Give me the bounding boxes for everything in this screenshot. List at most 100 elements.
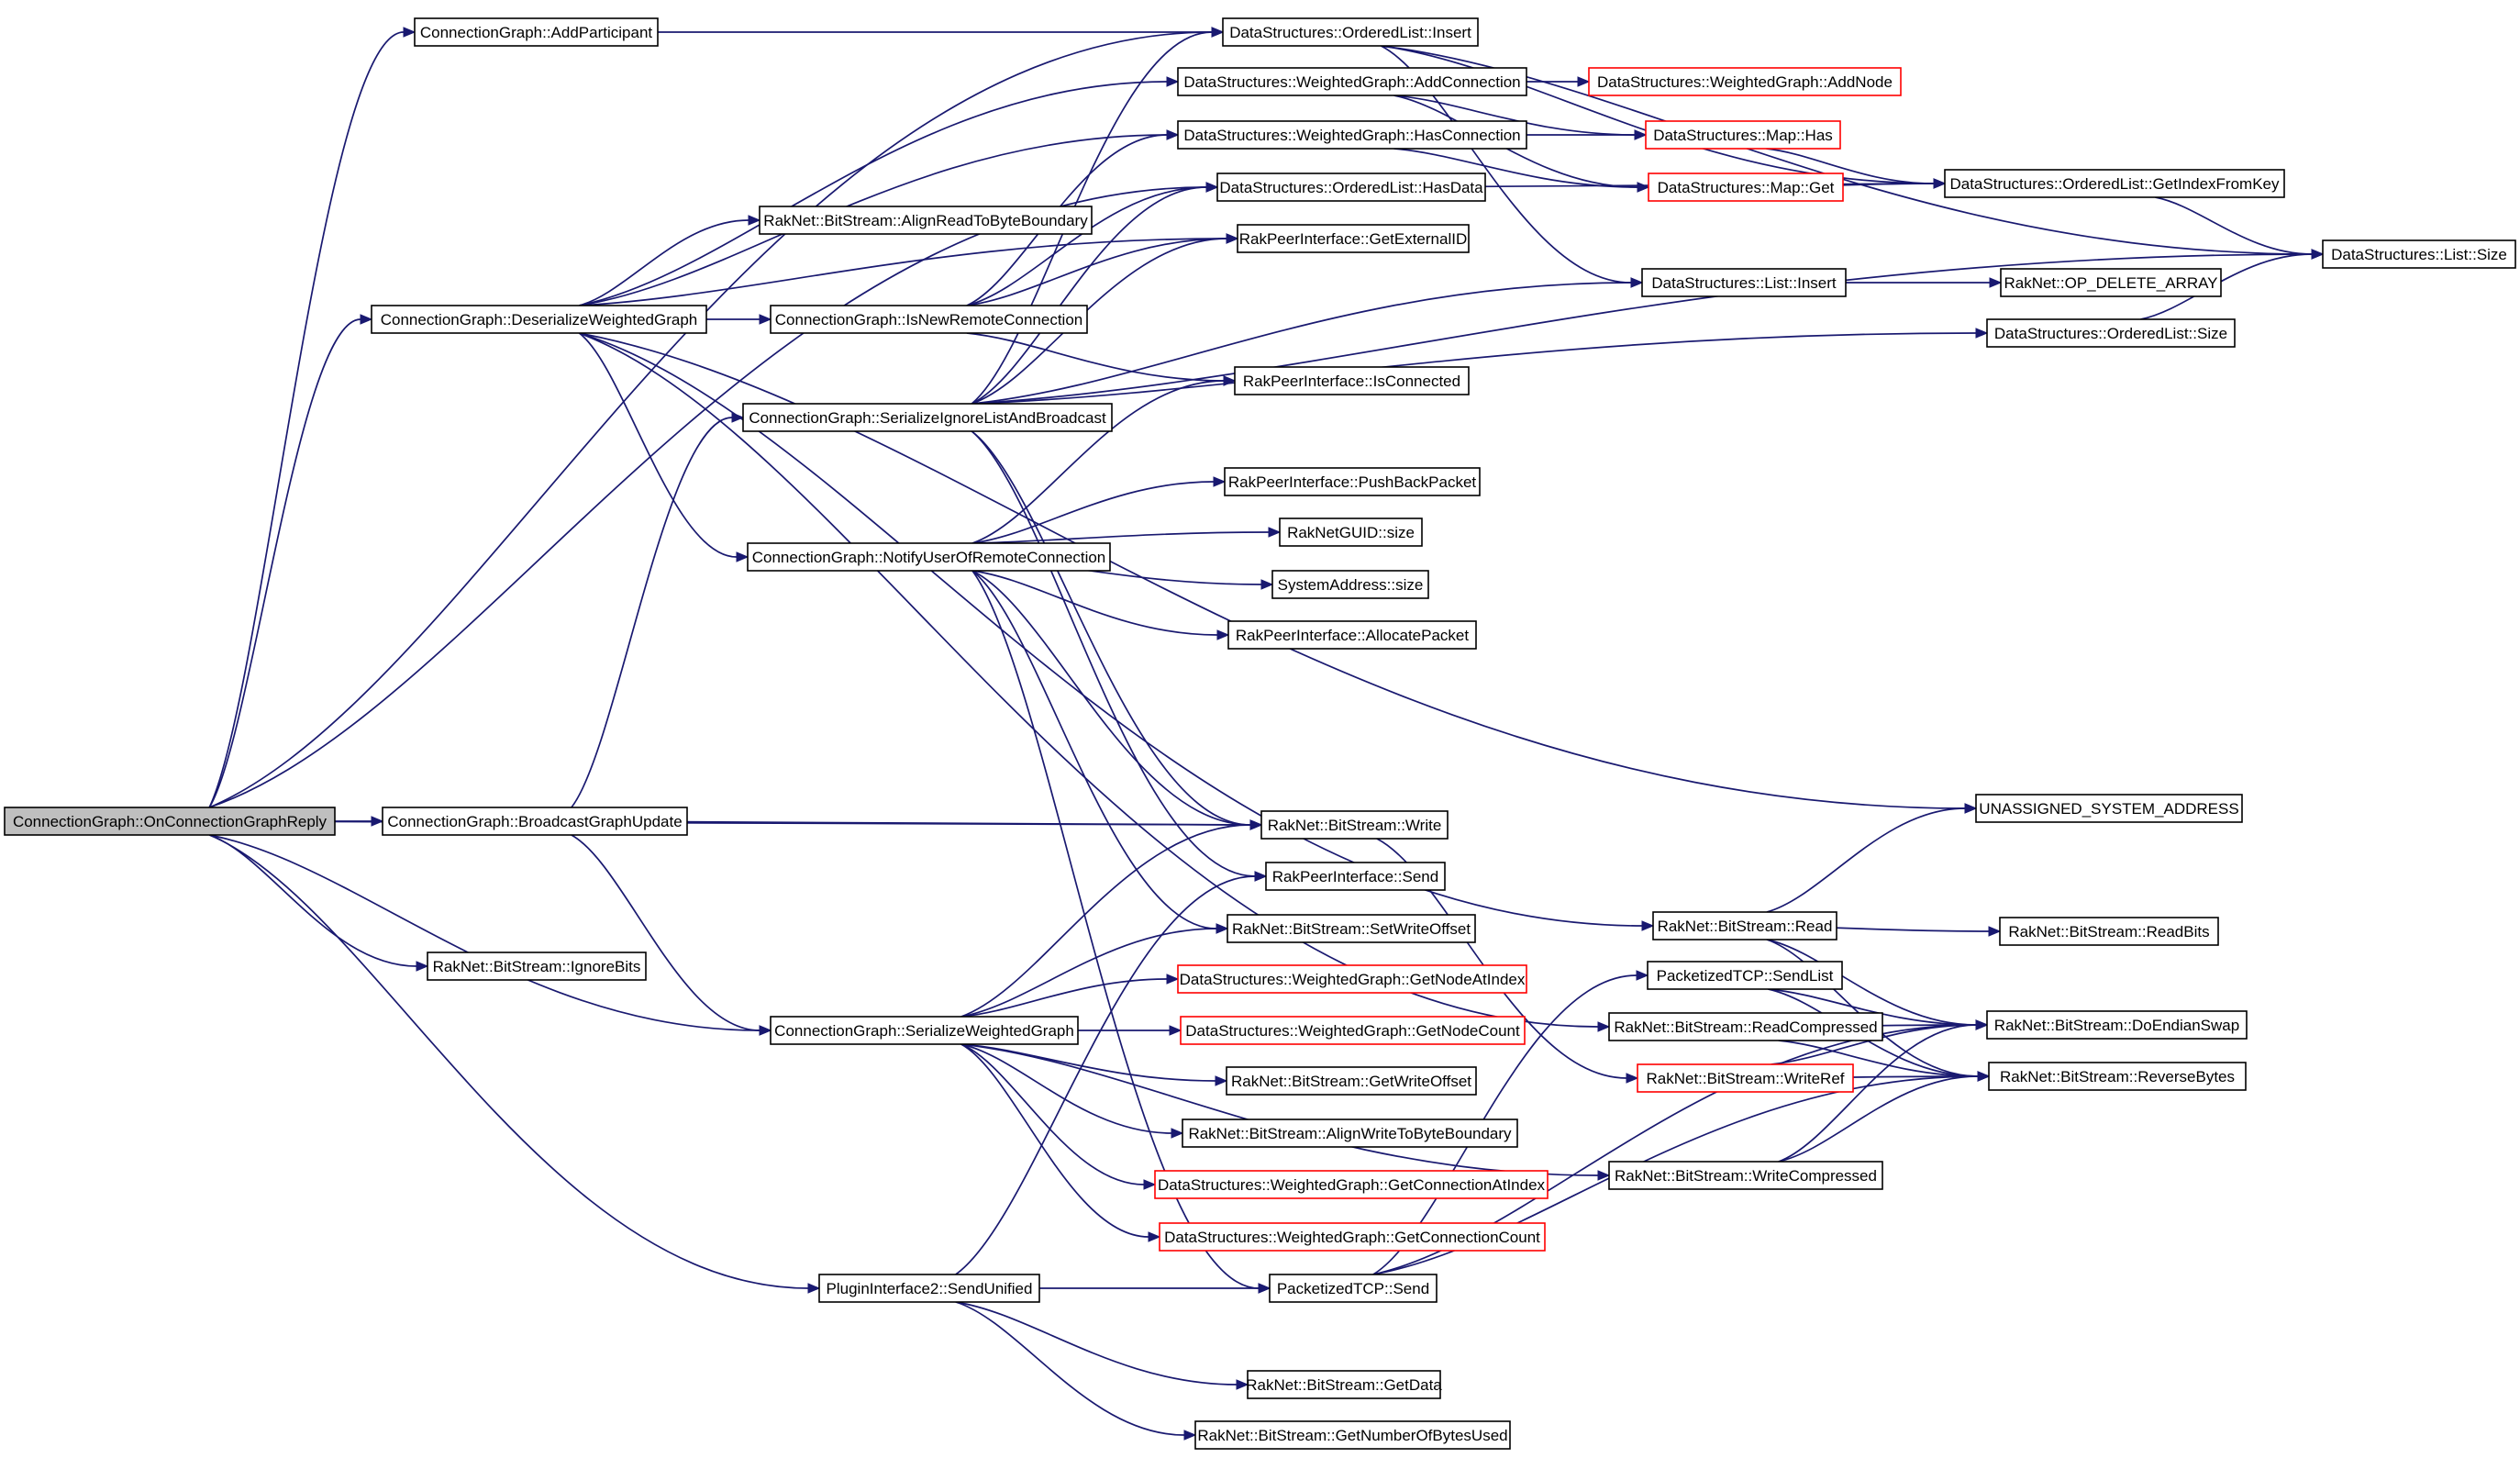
call-edge-bsRead-to-reverseBytes xyxy=(1766,939,1979,1077)
node-box xyxy=(770,305,1088,334)
node-label: DataStructures::WeightedGraph::HasConnec… xyxy=(1183,127,1520,144)
node-label: ConnectionGraph::SerializeWeightedGraph xyxy=(774,1022,1074,1040)
node-alignWrite[interactable]: RakNet::BitStream::AlignWriteToByteBound… xyxy=(1182,1119,1518,1148)
call-edge-notifyUser-to-isConnected xyxy=(971,380,1225,544)
node-root[interactable]: ConnectionGraph::OnConnectionGraphReply xyxy=(4,807,336,836)
node-deserialize[interactable]: ConnectionGraph::DeserializeWeightedGrap… xyxy=(371,305,707,334)
arrowhead-setWriteOff xyxy=(1216,923,1229,934)
node-ptcpSend[interactable]: PacketizedTCP::Send xyxy=(1269,1274,1438,1303)
arrowhead-alignWrite xyxy=(1171,1128,1184,1139)
node-reverseBytes[interactable]: RakNet::BitStream::ReverseBytes xyxy=(1988,1062,2247,1091)
node-label: ConnectionGraph::IsNewRemoteConnection xyxy=(775,311,1082,328)
arrowhead-readBits xyxy=(1988,926,2002,937)
node-broadcast[interactable]: ConnectionGraph::BroadcastGraphUpdate xyxy=(382,807,688,836)
node-label: SystemAddress::size xyxy=(1278,576,1424,594)
node-box xyxy=(1154,1170,1549,1199)
arrowhead-reverseBytes xyxy=(1977,1071,1991,1082)
call-edge-root-to-olHasData xyxy=(208,186,1207,808)
node-getBytesUsed[interactable]: RakNet::BitStream::GetNumberOfBytesUsed xyxy=(1194,1420,1511,1450)
node-getConnCount[interactable]: DataStructures::WeightedGraph::GetConnec… xyxy=(1159,1222,1546,1252)
node-ignoreBits[interactable]: RakNet::BitStream::IgnoreBits xyxy=(427,952,647,981)
node-box xyxy=(1652,911,1837,940)
node-label: DataStructures::WeightedGraph::GetNodeCo… xyxy=(1185,1022,1520,1040)
node-label: RakNet::BitStream::GetNumberOfBytesUsed xyxy=(1197,1427,1507,1444)
arrowhead-guidSize xyxy=(1268,527,1282,538)
node-listSize[interactable]: DataStructures::List::Size xyxy=(2322,239,2516,269)
node-addParticipant[interactable]: ConnectionGraph::AddParticipant xyxy=(414,17,659,47)
node-bsWrite[interactable]: RakNet::BitStream::Write xyxy=(1260,810,1449,840)
node-box xyxy=(1648,173,1844,202)
node-saSize[interactable]: SystemAddress::size xyxy=(1271,570,1429,599)
node-label: DataStructures::OrderedList::Size xyxy=(1994,325,2227,342)
node-rpSend[interactable]: RakPeerInterface::Send xyxy=(1265,862,1446,891)
node-label: RakPeerInterface::GetExternalID xyxy=(1239,230,1468,248)
node-serWeighted[interactable]: ConnectionGraph::SerializeWeightedGraph xyxy=(770,1016,1079,1045)
arrowhead-getExtID xyxy=(1226,233,1239,244)
node-serIgnore[interactable]: ConnectionGraph::SerializeIgnoreListAndB… xyxy=(742,403,1113,432)
node-pushBack[interactable]: RakPeerInterface::PushBackPacket xyxy=(1224,467,1481,496)
node-getConnAt[interactable]: DataStructures::WeightedGraph::GetConnec… xyxy=(1154,1170,1549,1199)
arrowhead-addParticipant xyxy=(403,27,416,38)
node-isConnected[interactable]: RakPeerInterface::IsConnected xyxy=(1234,366,1470,395)
node-sendList[interactable]: PacketizedTCP::SendList xyxy=(1647,961,1843,990)
node-box xyxy=(1159,1222,1546,1252)
node-label: DataStructures::WeightedGraph::GetNodeAt… xyxy=(1180,971,1526,988)
node-olSize[interactable]: DataStructures::OrderedList::Size xyxy=(1986,318,2236,348)
node-bsRead[interactable]: RakNet::BitStream::Read xyxy=(1652,911,1837,940)
node-sendUnified[interactable]: PluginInterface2::SendUnified xyxy=(818,1274,1040,1303)
node-listInsert[interactable]: DataStructures::List::Insert xyxy=(1641,268,1847,297)
node-label: RakNet::BitStream::ReverseBytes xyxy=(2000,1068,2235,1085)
call-edge-bsRead-to-unassigned xyxy=(1766,807,1966,913)
node-label: DataStructures::Map::Has xyxy=(1653,127,1833,144)
node-isNewRemote[interactable]: ConnectionGraph::IsNewRemoteConnection xyxy=(770,305,1088,334)
node-box xyxy=(1608,1012,1883,1041)
node-label: ConnectionGraph::AddParticipant xyxy=(420,24,653,41)
node-olInsert[interactable]: DataStructures::OrderedList::Insert xyxy=(1222,17,1479,47)
call-edge-notifyUser-to-allocPkt xyxy=(971,570,1218,636)
node-olGetIdx[interactable]: DataStructures::OrderedList::GetIndexFro… xyxy=(1944,169,2285,198)
node-label: ConnectionGraph::NotifyUserOfRemoteConne… xyxy=(752,549,1106,566)
node-writeRef[interactable]: RakNet::BitStream::WriteRef xyxy=(1637,1063,1854,1093)
arrowhead-sendUnified xyxy=(807,1283,821,1294)
call-edge-notifyUser-to-guidSize xyxy=(971,531,1270,544)
call-edge-sendUnified-to-getBytesUsed xyxy=(955,1301,1185,1436)
node-label: RakNet::BitStream::DoEndianSwap xyxy=(1994,1017,2239,1034)
arrowhead-sendList xyxy=(1636,970,1649,981)
node-wgAddNode[interactable]: DataStructures::WeightedGraph::AddNode xyxy=(1588,67,1902,96)
node-guidSize[interactable]: RakNetGUID::size xyxy=(1279,518,1423,547)
node-label: RakPeerInterface::IsConnected xyxy=(1243,373,1460,390)
node-label: PluginInterface2::SendUnified xyxy=(827,1280,1033,1297)
node-wgAddConn[interactable]: DataStructures::WeightedGraph::AddConnec… xyxy=(1177,67,1527,96)
node-box xyxy=(1216,173,1486,202)
call-edge-olGetIdx-to-listSize xyxy=(2155,196,2313,255)
node-getNodeAt[interactable]: DataStructures::WeightedGraph::GetNodeAt… xyxy=(1177,964,1527,994)
node-unassigned[interactable]: UNASSIGNED_SYSTEM_ADDRESS xyxy=(1975,794,2243,823)
node-opDelete[interactable]: RakNet::OP_DELETE_ARRAY xyxy=(2000,268,2222,297)
call-edge-sendUnified-to-getData xyxy=(955,1301,1238,1386)
call-edge-deserialize-to-alignRead xyxy=(579,219,749,306)
node-alignRead[interactable]: RakNet::BitStream::AlignReadToByteBounda… xyxy=(759,206,1093,235)
node-writeCompressed[interactable]: RakNet::BitStream::WriteCompressed xyxy=(1608,1161,1883,1190)
arrowhead-ignoreBits xyxy=(416,961,429,972)
node-label: ConnectionGraph::DeserializeWeightedGrap… xyxy=(381,311,698,328)
node-wgHasConn[interactable]: DataStructures::WeightedGraph::HasConnec… xyxy=(1177,120,1527,150)
node-label: PacketizedTCP::Send xyxy=(1277,1280,1429,1297)
node-olHasData[interactable]: DataStructures::OrderedList::HasData xyxy=(1216,173,1486,202)
arrowhead-isConnected xyxy=(1223,375,1237,386)
node-getExtID[interactable]: RakPeerInterface::GetExternalID xyxy=(1237,224,1470,253)
node-mapGet[interactable]: DataStructures::Map::Get xyxy=(1648,173,1844,202)
node-mapHas[interactable]: DataStructures::Map::Has xyxy=(1645,120,1841,150)
node-box xyxy=(382,807,688,836)
node-readBits[interactable]: RakNet::BitStream::ReadBits xyxy=(1999,917,2219,946)
node-getNodeCount[interactable]: DataStructures::WeightedGraph::GetNodeCo… xyxy=(1180,1016,1526,1045)
node-getData[interactable]: RakNet::BitStream::GetData xyxy=(1246,1370,1442,1399)
node-doEndian[interactable]: RakNet::BitStream::DoEndianSwap xyxy=(1986,1010,2248,1040)
node-notifyUser[interactable]: ConnectionGraph::NotifyUserOfRemoteConne… xyxy=(747,542,1111,572)
node-box xyxy=(414,17,659,47)
node-allocPkt[interactable]: RakPeerInterface::AllocatePacket xyxy=(1227,620,1477,650)
arrowhead-deserialize xyxy=(360,314,373,325)
node-getWriteOff[interactable]: RakNet::BitStream::GetWriteOffset xyxy=(1226,1066,1477,1096)
node-setWriteOff[interactable]: RakNet::BitStream::SetWriteOffset xyxy=(1227,914,1476,943)
call-edge-deserialize-to-bsRead xyxy=(579,332,1643,927)
node-readCompressed[interactable]: RakNet::BitStream::ReadCompressed xyxy=(1608,1012,1883,1041)
